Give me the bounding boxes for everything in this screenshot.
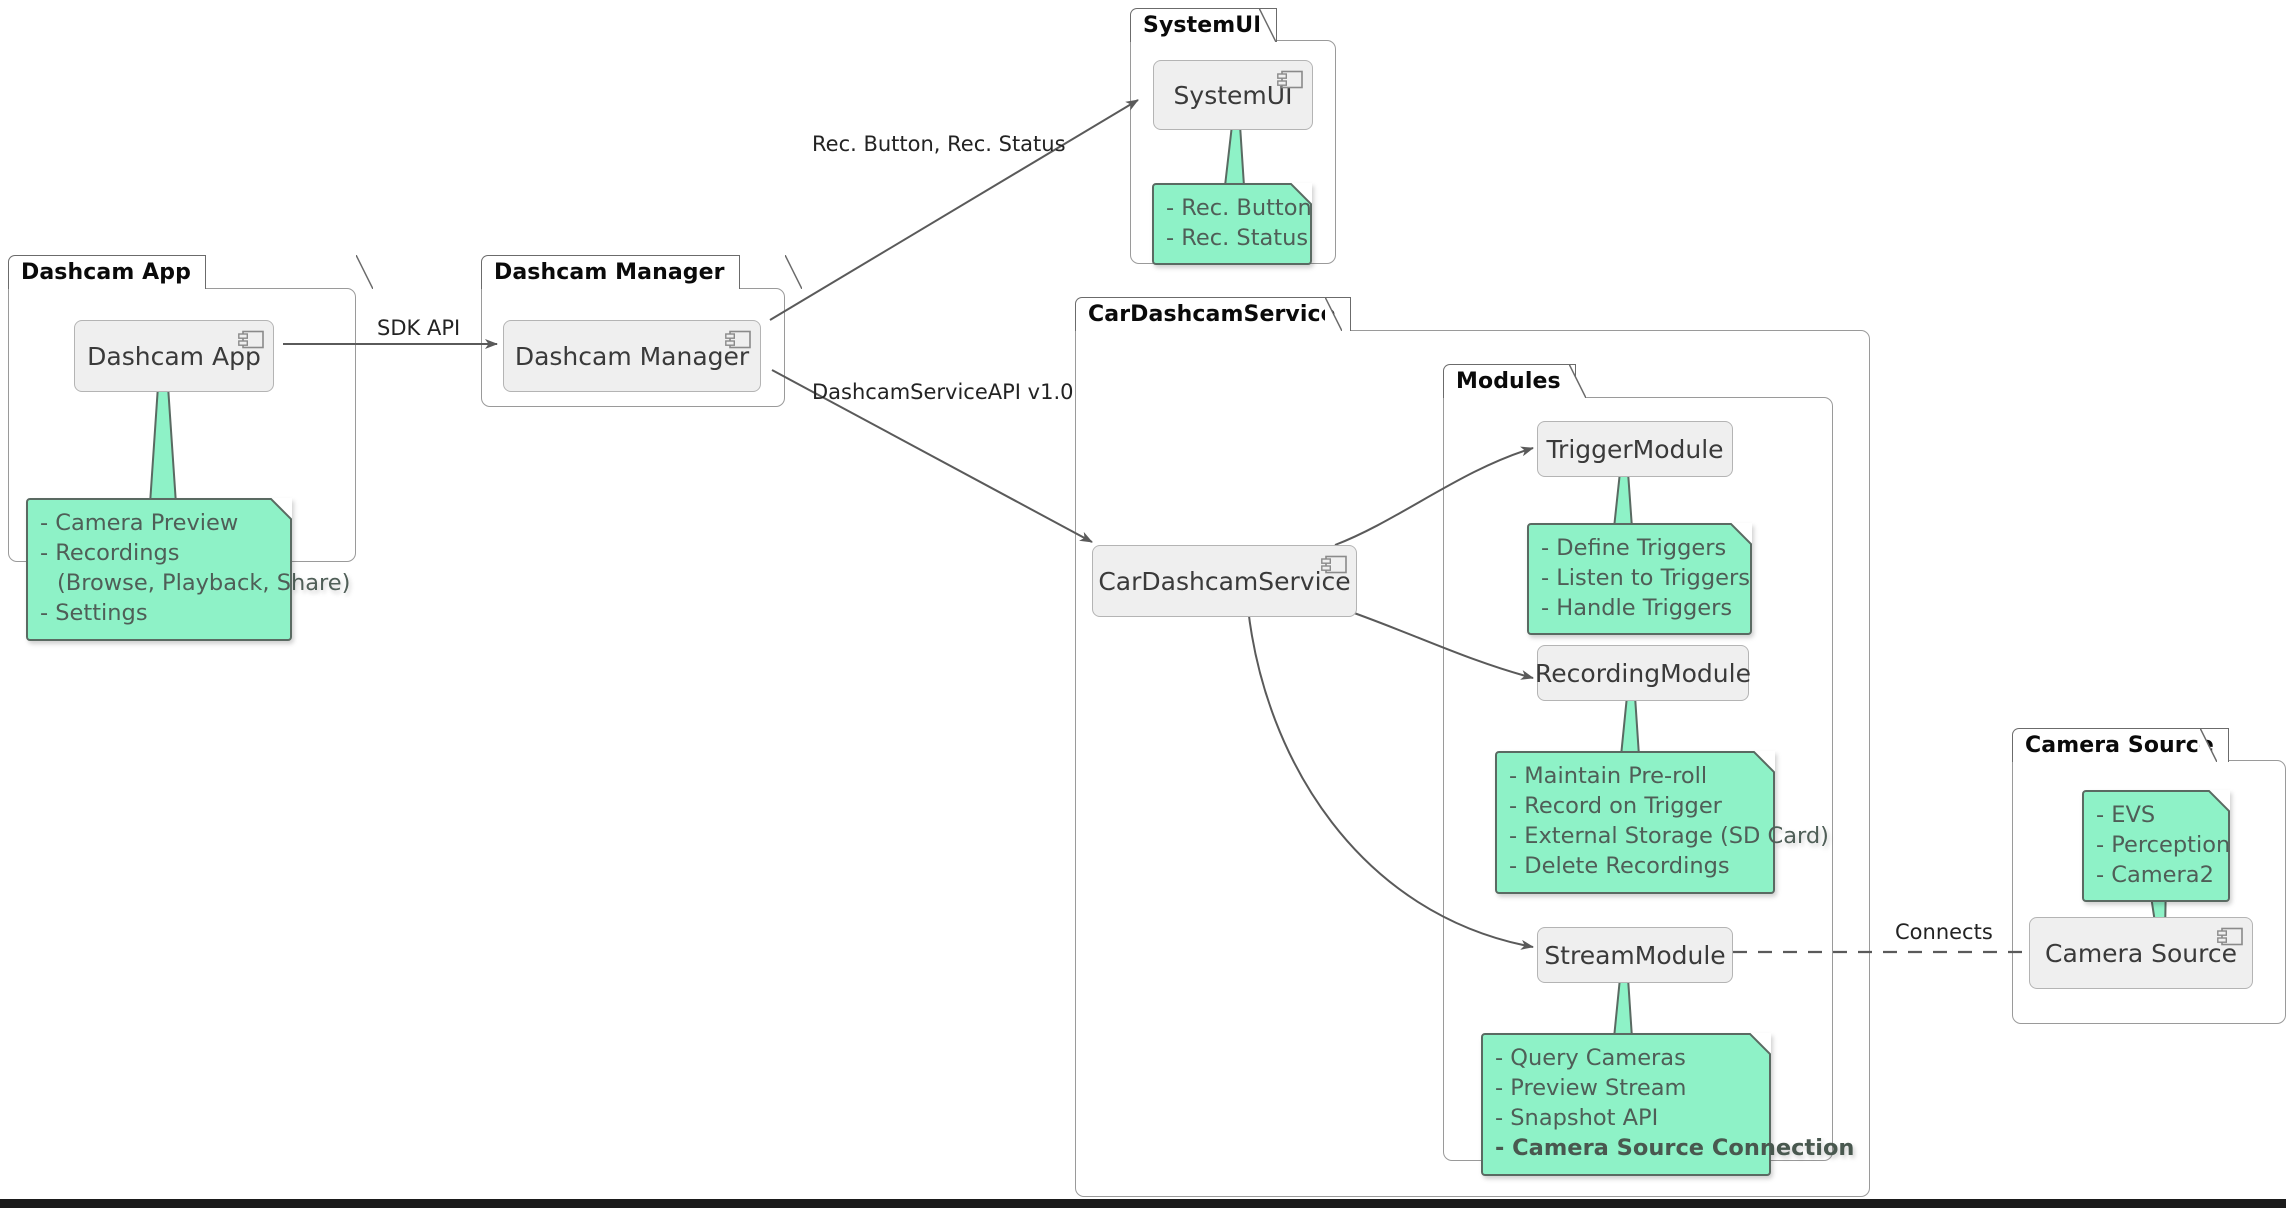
note-line: - Query Cameras [1495, 1045, 1686, 1071]
package-camera-source-tab: Camera Source [2012, 728, 2229, 762]
component-dashcam-app-label: Dashcam App [87, 341, 261, 371]
package-tab-corner [356, 255, 373, 289]
component-dashcam-manager[interactable]: Dashcam Manager [503, 320, 761, 392]
note-trigger-module: - Define Triggers - Listen to Triggers -… [1527, 523, 1752, 636]
note-line: - Rec. Status [1166, 225, 1309, 252]
component-icon [1321, 555, 1347, 574]
edge-label-dashcam-service-api: DashcamServiceAPI v1.0 [812, 380, 1074, 404]
package-tab-corner [1569, 364, 1586, 398]
note-line: - EVS [2096, 802, 2156, 828]
note-fold-corner [1290, 183, 1312, 205]
edge-service-to-recording [1339, 607, 1534, 680]
package-tab-corner [1325, 297, 1342, 331]
package-dashcam-manager-label: Dashcam Manager [494, 260, 725, 285]
note-line: - Camera Source Connection [1495, 1135, 1855, 1162]
note-line: - Camera Preview [40, 510, 239, 536]
component-trigger-module[interactable]: TriggerModule [1537, 421, 1733, 477]
component-icon [2217, 927, 2243, 946]
package-modules-tab: Modules [1443, 364, 1576, 398]
package-car-dashcam-service: CarDashcamService CarDashcamService Modu… [1075, 297, 1870, 1197]
package-modules: Modules TriggerModule - Define Triggers [1443, 364, 1854, 1176]
component-trigger-module-label: TriggerModule [1546, 434, 1724, 464]
package-tab-corner [2200, 728, 2217, 762]
edge-service-to-stream [1247, 607, 1534, 950]
component-dashcam-manager-label: Dashcam Manager [514, 341, 750, 371]
note-line: - Maintain Pre-roll [1509, 763, 1708, 789]
note-line: - External Storage (SD Card) [1509, 823, 1829, 850]
package-dashcam-app-tab: Dashcam App [8, 255, 206, 289]
package-system-ui-tab: SystemUI [1130, 8, 1277, 42]
note-anchor-system-ui [1223, 125, 1246, 187]
edge-dashcam-service-api [771, 369, 1093, 543]
package-dashcam-app: Dashcam App Dashcam App - Camera Preview [8, 255, 373, 641]
note-fold-corner [1730, 523, 1752, 545]
component-dashcam-app[interactable]: Dashcam App [74, 320, 274, 392]
package-camera-source: Camera Source - EVS - Perception - Camer… [2012, 728, 2286, 1024]
package-system-ui-label: SystemUI [1143, 13, 1262, 38]
note-anchor-recording-module [1619, 696, 1641, 757]
edge-label-connects: Connects [1895, 920, 1993, 944]
note-fold-corner [2208, 790, 2230, 812]
package-system-ui: SystemUI SystemUI - Rec. Button - Rec. S [1130, 8, 1336, 266]
note-anchor-dashcam-app [148, 386, 178, 505]
note-line: - Recordings [40, 540, 180, 567]
edge-label-rec-button-status: Rec. Button, Rec. Status [812, 132, 1066, 156]
note-line: - Define Triggers [1541, 535, 1727, 561]
component-stream-module[interactable]: StreamModule [1537, 927, 1733, 983]
note-recording-module: - Maintain Pre-roll - Record on Trigger … [1495, 751, 1829, 894]
component-stream-module-label: StreamModule [1544, 940, 1726, 970]
component-recording-module-label: RecordingModule [1535, 658, 1751, 688]
edge-rec-button-status [769, 99, 1139, 321]
note-fold-corner [270, 498, 292, 520]
component-camera-source[interactable]: Camera Source [2029, 917, 2253, 989]
component-system-ui-label: SystemUI [1173, 80, 1293, 110]
package-car-dashcam-service-tab: CarDashcamService [1075, 297, 1351, 331]
note-line: - Rec. Button [1166, 195, 1312, 221]
package-dashcam-manager: Dashcam Manager Dashcam Manager [481, 255, 802, 407]
package-dashcam-manager-tab: Dashcam Manager [481, 255, 740, 289]
note-line: - Camera2 [2096, 862, 2214, 889]
package-tab-corner [1259, 8, 1276, 42]
note-fold-corner [1749, 1033, 1771, 1055]
package-tab-corner [785, 255, 802, 289]
component-icon [238, 330, 264, 349]
component-camera-source-label: Camera Source [2045, 938, 2237, 968]
note-line: (Browse, Playback, Share) [57, 570, 351, 597]
component-recording-module[interactable]: RecordingModule [1535, 645, 1751, 701]
note-line: - Preview Stream [1495, 1075, 1687, 1102]
note-line: - Snapshot API [1495, 1105, 1659, 1132]
note-anchor-stream-module [1612, 978, 1634, 1039]
note-fold-corner [1753, 751, 1775, 773]
package-dashcam-app-label: Dashcam App [21, 260, 191, 285]
component-car-dashcam-service-label: CarDashcamService [1098, 566, 1351, 596]
note-camera-source: - EVS - Perception - Camera2 [2082, 790, 2231, 903]
note-line: - Record on Trigger [1509, 793, 1722, 820]
edge-label-sdk-api: SDK API [377, 316, 461, 340]
note-line: - Handle Triggers [1541, 595, 1733, 622]
note-line: - Perception [2096, 832, 2231, 859]
note-line: - Settings [40, 600, 148, 627]
note-line: - Delete Recordings [1509, 853, 1730, 880]
component-car-dashcam-service[interactable]: CarDashcamService [1092, 545, 1357, 617]
component-system-ui[interactable]: SystemUI [1153, 60, 1313, 130]
note-system-ui: - Rec. Button - Rec. Status [1152, 183, 1312, 266]
bottom-edge-bar [0, 1199, 2286, 1208]
edge-service-to-trigger [1334, 446, 1534, 546]
note-anchor-trigger-module [1612, 472, 1634, 529]
package-camera-source-label: Camera Source [2025, 733, 2214, 758]
component-icon [725, 330, 751, 349]
package-car-dashcam-service-label: CarDashcamService [1088, 302, 1336, 327]
note-stream-module: - Query Cameras - Preview Stream - Snaps… [1481, 1033, 1855, 1176]
component-icon [1277, 70, 1303, 89]
note-line: - Listen to Triggers [1541, 565, 1750, 592]
package-modules-label: Modules [1456, 369, 1561, 394]
note-dashcam-app: - Camera Preview - Recordings (Browse, P… [26, 498, 351, 641]
